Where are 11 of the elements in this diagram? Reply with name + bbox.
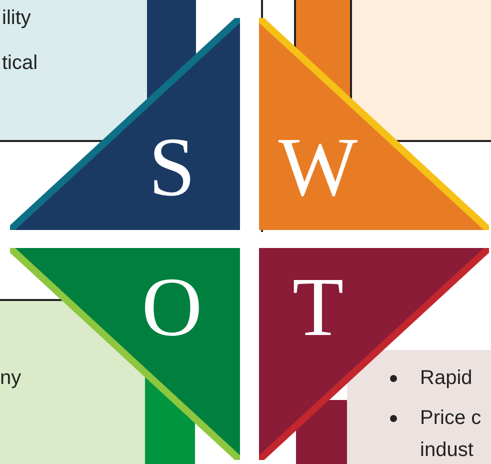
panel-text: Price c indust: [420, 406, 482, 463]
panel-text: ility: [2, 6, 31, 30]
text-panel: [0, 0, 147, 140]
swot-letter: O: [140, 266, 204, 350]
panel-text: ny: [0, 366, 22, 390]
panel-text: Rapid: [420, 366, 472, 390]
swot-letter: S: [148, 126, 196, 210]
swot-letter: T: [291, 266, 345, 350]
text-panel: [347, 350, 491, 464]
swot-letter: W: [277, 126, 359, 210]
panel-text: tical: [2, 51, 38, 75]
